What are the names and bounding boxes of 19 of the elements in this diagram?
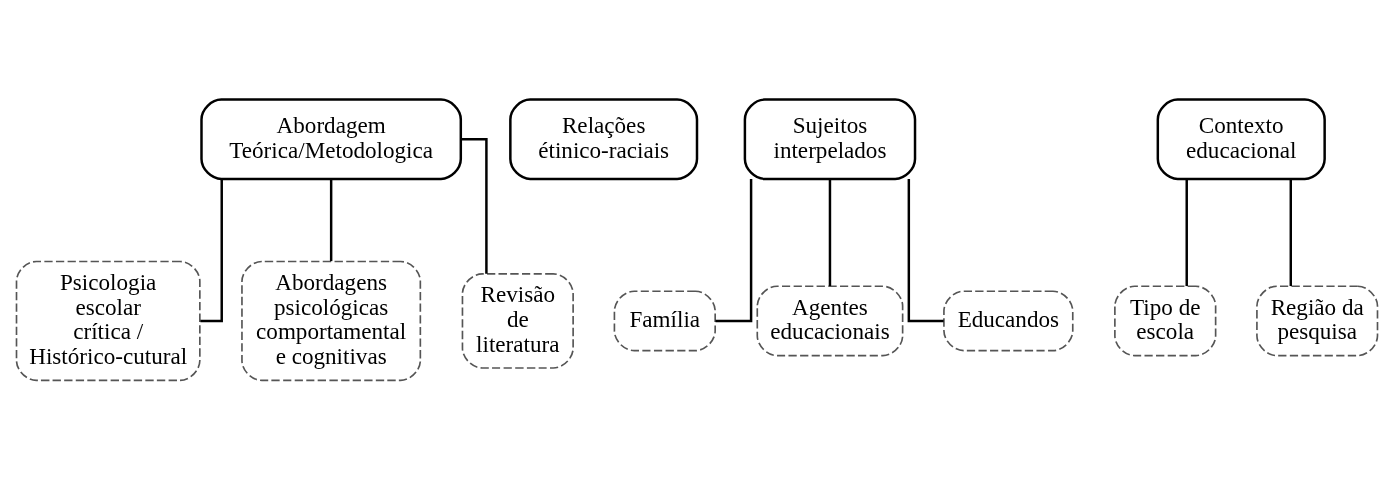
connector	[1185, 178, 1188, 286]
node-box: Revisão de literatura	[461, 272, 574, 369]
node-box: Educandos	[943, 289, 1074, 351]
connector	[907, 178, 944, 322]
node-box: Psicologia escolar crítica / Histórico-cutural	[15, 260, 201, 381]
node-box: Relações étinico-raciais	[509, 97, 699, 180]
node-box: Contexto educacional	[1156, 97, 1326, 180]
connector	[715, 178, 753, 322]
node-box: Sujeitos interpelados	[743, 97, 917, 180]
node-box: Abordagens psicológicas comportamental e cognitivas	[241, 260, 422, 381]
node-box: Abordagem Teórica/Metodologica	[200, 97, 463, 180]
connector	[1289, 178, 1292, 286]
node-box: Agentes educacionais	[756, 284, 904, 356]
node-box: Família	[613, 289, 716, 351]
node-box: Tipo de escola	[1114, 284, 1217, 356]
connector	[461, 137, 488, 274]
node-box: Região da pesquisa	[1256, 284, 1379, 356]
connector	[828, 178, 832, 286]
connector	[329, 178, 333, 261]
